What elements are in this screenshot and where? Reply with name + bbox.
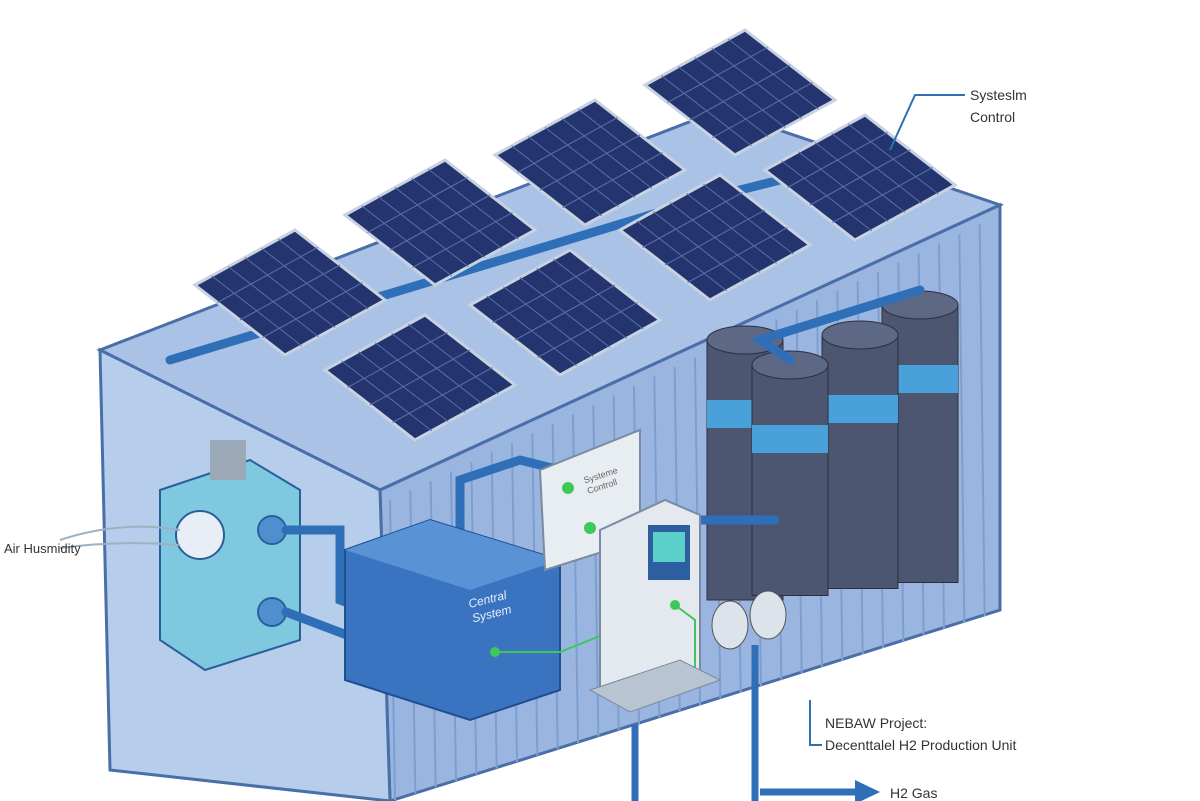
system-control-callout-label: Systeslm Control <box>970 84 1027 128</box>
callout-line-2: Control <box>970 109 1016 125</box>
hydrogen-tanks <box>706 290 959 601</box>
solar-panel <box>342 158 538 287</box>
callout-line-1: Systeslm <box>970 87 1027 103</box>
solar-panel <box>762 113 958 242</box>
control-cabinet <box>588 498 722 713</box>
h2-gas-label: H2 Gas <box>890 785 938 801</box>
solar-panel <box>192 228 388 357</box>
air-intake-unit <box>159 440 301 672</box>
solar-panel <box>617 173 813 302</box>
container-rib <box>978 224 986 617</box>
tank <box>821 320 899 589</box>
solar-panel <box>492 98 688 227</box>
solar-panels <box>192 28 958 442</box>
h2-outlet-arrows <box>631 645 860 801</box>
project-callout-line <box>809 700 822 746</box>
project-subtitle: Decenttalel H2 Production Unit <box>825 737 1017 753</box>
solar-panel <box>467 248 663 377</box>
container-rib <box>958 233 966 623</box>
central-system-unit <box>344 518 641 722</box>
solar-panel <box>642 28 838 157</box>
air-humidity-label: Air Husmidity <box>4 541 81 556</box>
system-control-callout-line <box>889 94 965 151</box>
solar-panel <box>322 313 518 442</box>
air-flow-lines <box>59 525 181 541</box>
tank <box>751 350 829 596</box>
h2-arrow-head <box>855 780 880 801</box>
project-title: NEBAW Project: <box>825 715 928 731</box>
compressors <box>711 590 787 650</box>
